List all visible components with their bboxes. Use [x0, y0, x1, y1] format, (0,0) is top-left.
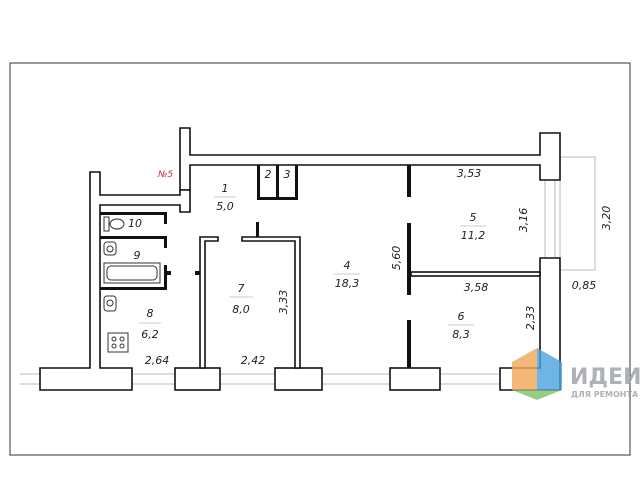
dim-kitchen-width: 2,64	[145, 354, 170, 367]
watermark-subtitle: ДЛЯ РЕМОНТА	[571, 390, 639, 399]
room-8-area: 6,2	[141, 328, 159, 341]
room-5-area: 11,2	[461, 229, 486, 242]
stove-icon	[107, 332, 129, 353]
dim-room7-width: 2,42	[241, 354, 266, 367]
dim-room6-depth: 2,33	[524, 306, 537, 331]
balcony	[559, 156, 596, 271]
room-1-area: 5,0	[216, 200, 234, 213]
room-6-number: 6	[458, 310, 465, 323]
room-4-area: 18,3	[335, 277, 360, 290]
bathtub-icon	[103, 262, 161, 284]
dim-room5-width: 3,53	[457, 167, 482, 180]
room-3-number: 3	[284, 168, 291, 181]
room-7-number: 7	[238, 282, 245, 295]
room-5-number: 5	[470, 211, 477, 224]
dim-room6-width: 3,58	[464, 281, 489, 294]
dim-room5-depth: 3,16	[517, 208, 530, 233]
entrance-label: №5	[157, 170, 173, 180]
room-1-number: 1	[222, 182, 229, 195]
walls	[39, 127, 561, 391]
room-9-number: 9	[134, 249, 141, 262]
room-2-number: 2	[265, 168, 272, 181]
windows	[20, 180, 556, 385]
room-8-number: 8	[147, 307, 154, 320]
watermark-title: ИДЕИ	[570, 365, 640, 390]
room-4-number: 4	[344, 259, 351, 272]
dim-room4-depth: 5,60	[390, 246, 403, 271]
toilet-icon	[103, 216, 125, 232]
kitchen-sink-icon	[103, 295, 117, 312]
dim-balcony-length: 3,20	[600, 206, 613, 231]
sink-icon	[103, 241, 117, 256]
room-7-area: 8,0	[232, 303, 250, 316]
watermark-logo: ИДЕИ ДЛЯ РЕМОНТА	[512, 348, 640, 400]
dim-room7-depth: 3,33	[277, 290, 290, 315]
room-10-number: 10	[128, 217, 142, 230]
room-6-area: 8,3	[452, 328, 470, 341]
frame-border	[9, 62, 631, 456]
dim-balcony-depth: 0,85	[572, 279, 597, 292]
